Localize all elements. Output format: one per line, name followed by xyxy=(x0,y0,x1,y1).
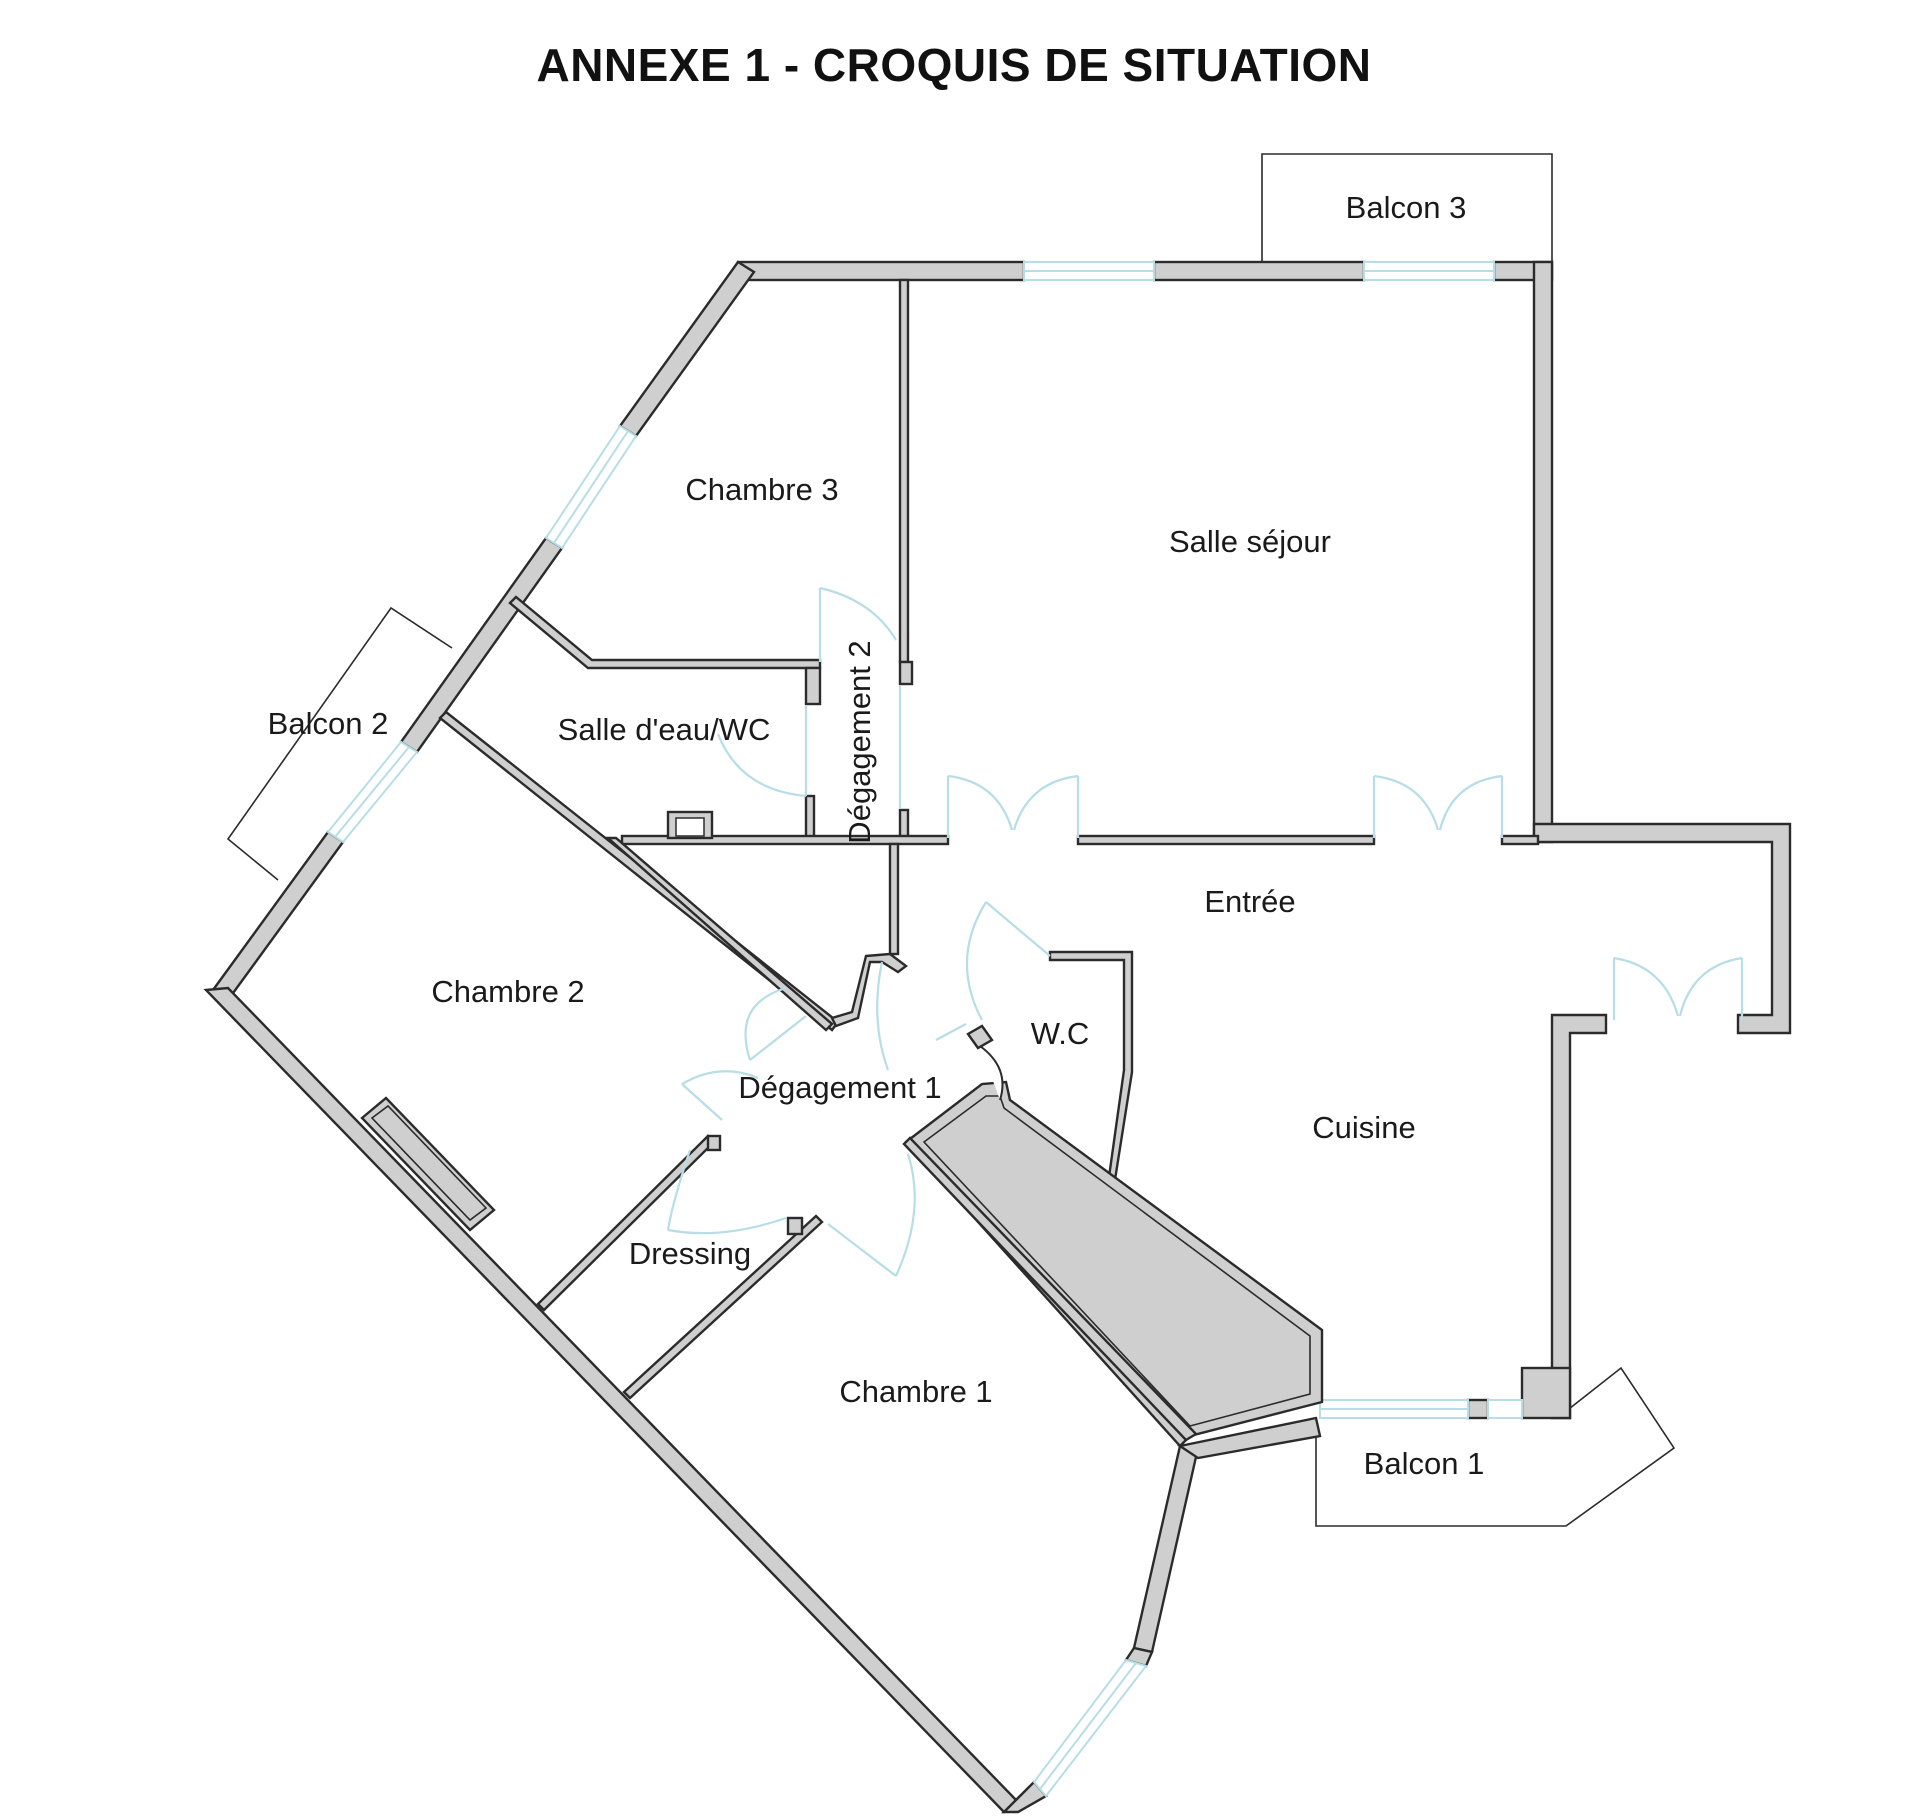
doors xyxy=(666,586,1744,1277)
wall-dressing-left xyxy=(536,1134,716,1312)
shaft-inner xyxy=(922,1095,1311,1427)
label-degagement-1: Dégagement 1 xyxy=(738,1070,941,1105)
label-wc: W.C xyxy=(1031,1016,1090,1051)
label-dressing: Dressing xyxy=(629,1236,751,1271)
shaft-notch xyxy=(966,1024,994,1050)
wall-deg2-left xyxy=(888,842,900,956)
door-ch3 xyxy=(818,586,897,662)
balcon-3-outline xyxy=(1261,153,1553,262)
door-ch1 xyxy=(827,1153,916,1277)
label-balcon-3: Balcon 3 xyxy=(1346,190,1467,225)
label-balcon-1: Balcon 1 xyxy=(1364,1446,1485,1481)
wall-top-left xyxy=(736,260,1026,282)
window-chambre1-line xyxy=(1039,1662,1137,1790)
windows xyxy=(326,261,1523,1798)
room-labels: Balcon 3 Chambre 3 Salle séjour Dégageme… xyxy=(268,190,1485,1481)
label-chambre-3: Chambre 3 xyxy=(685,472,838,507)
door-sde xyxy=(716,706,808,798)
label-chambre-1: Chambre 1 xyxy=(839,1374,992,1409)
door-deg1-top xyxy=(876,961,967,1071)
label-salle-sejour: Salle séjour xyxy=(1169,524,1331,559)
wall-sejour-right xyxy=(1532,260,1554,844)
interior-walls xyxy=(360,278,1540,1400)
wall-corner-block xyxy=(1520,1366,1572,1420)
door-dressing xyxy=(666,1149,787,1235)
label-cuisine: Cuisine xyxy=(1312,1110,1415,1145)
wall-ch3-sejour-stub xyxy=(898,660,914,686)
wall-top-mid xyxy=(1152,260,1366,282)
window-chambre1 xyxy=(1032,1658,1148,1798)
page-title: ANNEXE 1 - CROQUIS DE SITUATION xyxy=(536,39,1372,91)
wall-ch3-bottom xyxy=(508,595,822,670)
wall-cuisine-bottom xyxy=(1466,1398,1490,1420)
exterior-walls xyxy=(203,260,1792,1814)
wall-sde-left-lower xyxy=(604,836,834,1032)
wall-sejour-bottom-mid xyxy=(1076,834,1376,846)
wall-sde-bottom xyxy=(620,834,950,846)
door-entree-right xyxy=(1612,956,1744,1020)
door-sejour-left xyxy=(946,774,1080,838)
sde-fixture-inner xyxy=(675,817,705,837)
wall-cuisine-right xyxy=(1550,1013,1608,1420)
label-degagement-2: Dégagement 2 xyxy=(842,640,877,843)
door-ch2 xyxy=(744,986,807,1061)
label-salle-eau-wc: Salle d'eau/WC xyxy=(558,712,771,747)
wall-dressing-bottom-stub xyxy=(786,1216,804,1236)
window-balcon1-right xyxy=(1487,1399,1523,1419)
window-chambre3-line xyxy=(553,430,629,544)
door-deg1-left xyxy=(681,1070,759,1121)
wall-diag-mid xyxy=(399,536,564,754)
label-chambre-2: Chambre 2 xyxy=(431,974,584,1009)
balconies xyxy=(226,153,1676,1527)
wall-ch3-sejour xyxy=(898,278,910,664)
balcon-1-outline xyxy=(1315,1366,1676,1527)
wall-chambre1-balcon xyxy=(1176,1416,1322,1460)
wall-sejour-bottom-right xyxy=(1500,834,1540,846)
wall-entree-bump xyxy=(1532,822,1792,1035)
wall-chambre1-right xyxy=(1132,1444,1200,1654)
label-entree: Entrée xyxy=(1204,884,1295,919)
wall-dressing-bottom xyxy=(622,1214,824,1400)
door-wc xyxy=(965,901,1051,1021)
balcon-2-outline xyxy=(226,606,453,881)
label-balcon-2: Balcon 2 xyxy=(268,706,389,741)
door-sejour-right xyxy=(1372,774,1504,838)
ch2-closet-inner xyxy=(370,1104,488,1222)
shaft-arc xyxy=(979,1045,1004,1101)
wall-ch3-bottom-stub xyxy=(804,666,822,706)
shaft-left-wall xyxy=(902,1136,1198,1442)
wall-dressing-stub xyxy=(706,1134,722,1152)
wall-deg1-jog xyxy=(830,952,908,1028)
wall-diag-upper xyxy=(618,260,756,438)
window-balcon2-line xyxy=(334,746,410,838)
wall-diag-lower xyxy=(211,830,345,1002)
